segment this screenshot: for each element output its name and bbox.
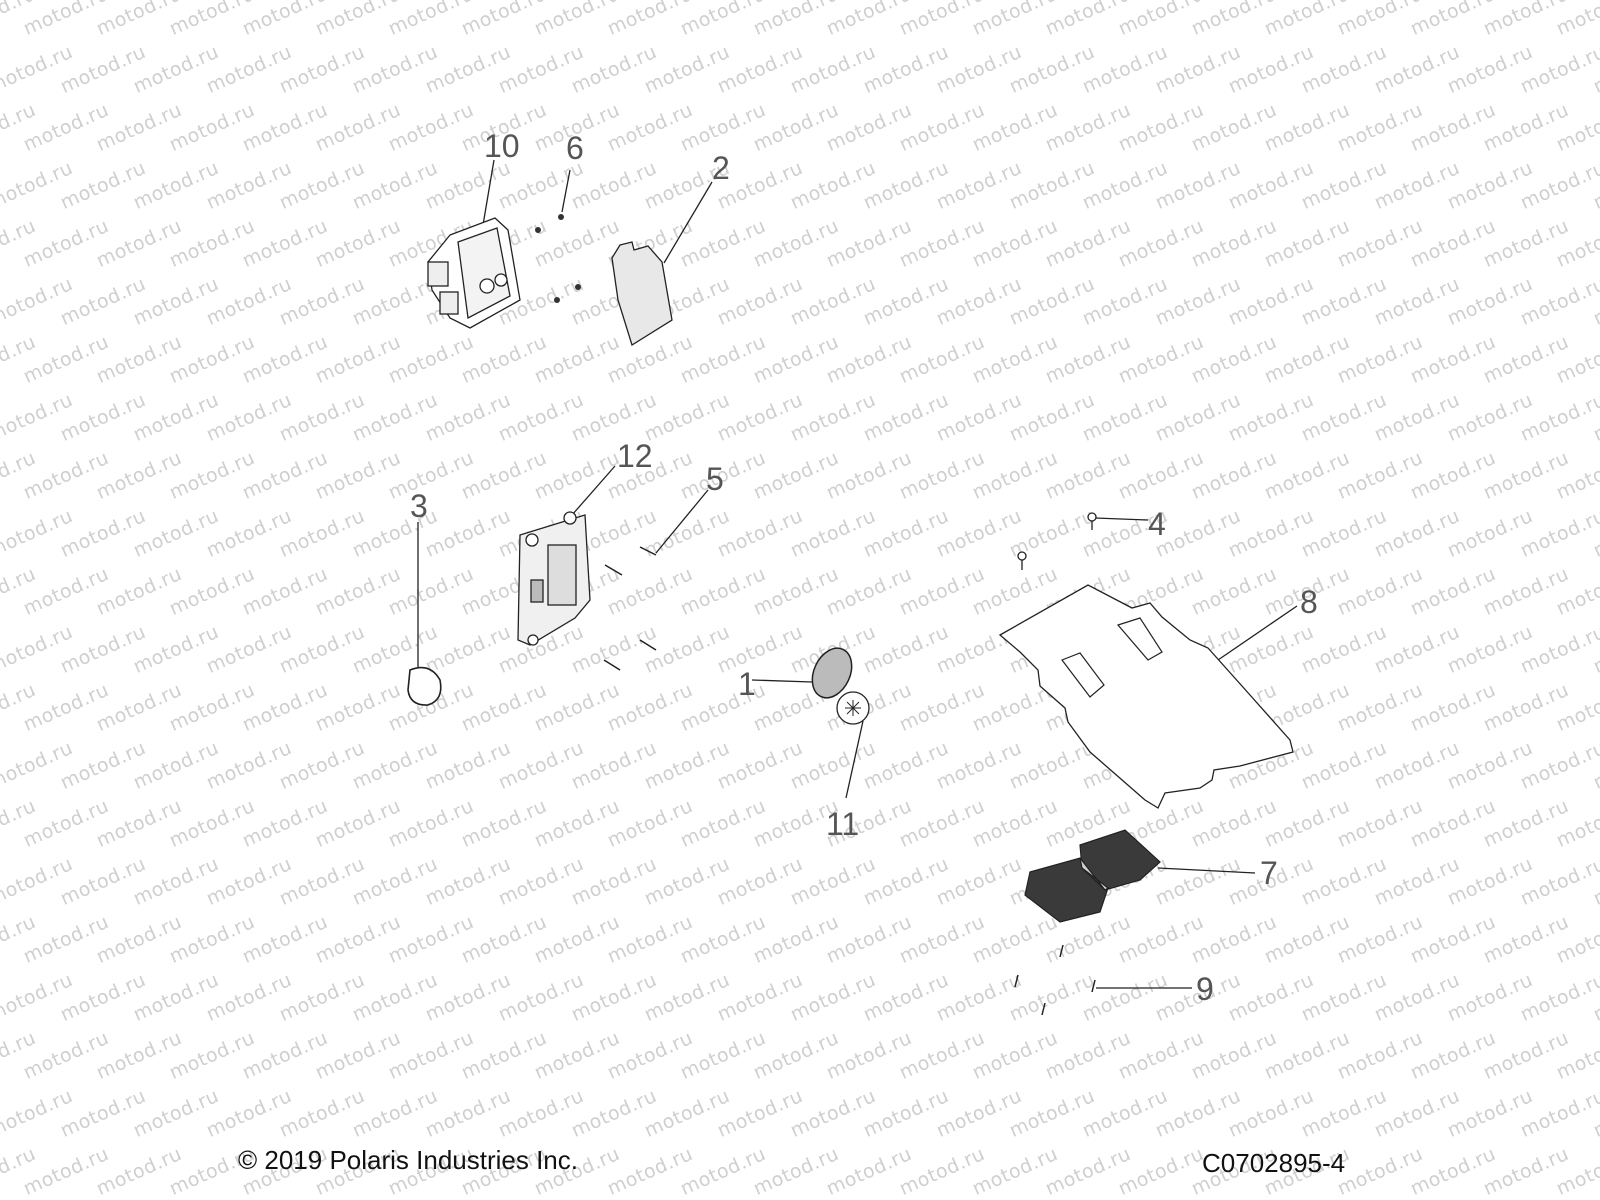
callout-11: 11	[826, 806, 860, 842]
leader-line-1	[751, 679, 813, 683]
callout-12: 12	[617, 438, 653, 474]
callout-1: 1	[738, 666, 756, 702]
callout-8: 8	[1300, 584, 1318, 620]
part-1-plug	[811, 647, 853, 699]
callout-6: 6	[566, 130, 584, 166]
callout-3: 3	[410, 488, 428, 524]
leader-line-8	[1217, 605, 1298, 661]
leader-line-6	[561, 169, 571, 213]
part-12-control-module	[517, 511, 591, 646]
leader-line-5	[655, 489, 709, 554]
part-4-bolts	[1017, 512, 1097, 570]
callout-10: 10	[484, 128, 520, 164]
part-7-modules	[1024, 829, 1161, 923]
part-11-star	[845, 700, 861, 716]
part-8-plate	[998, 584, 1294, 809]
leader-line-12	[571, 465, 616, 516]
copyright-text: © 2019 Polaris Industries Inc.	[238, 1145, 578, 1175]
callout-2: 2	[712, 150, 730, 186]
callout-7: 7	[1260, 855, 1278, 891]
part-6-screws	[535, 214, 581, 303]
part-10-ecu-module	[427, 217, 521, 329]
figure-code: C0702895-4	[1202, 1148, 1346, 1178]
leader-line-4	[1094, 517, 1149, 521]
leader-line-10	[482, 159, 495, 226]
part-2-shield	[611, 241, 673, 346]
leader-line-2	[663, 181, 713, 264]
leader-line-11	[845, 720, 864, 799]
callout-5: 5	[706, 461, 724, 497]
leader-line-7	[1157, 867, 1256, 874]
callout-9: 9	[1196, 971, 1214, 1007]
part-5-screws	[603, 546, 657, 671]
part-9-screws	[1014, 944, 1096, 1016]
callout-4: 4	[1148, 506, 1166, 542]
part-3-clip	[407, 666, 442, 706]
